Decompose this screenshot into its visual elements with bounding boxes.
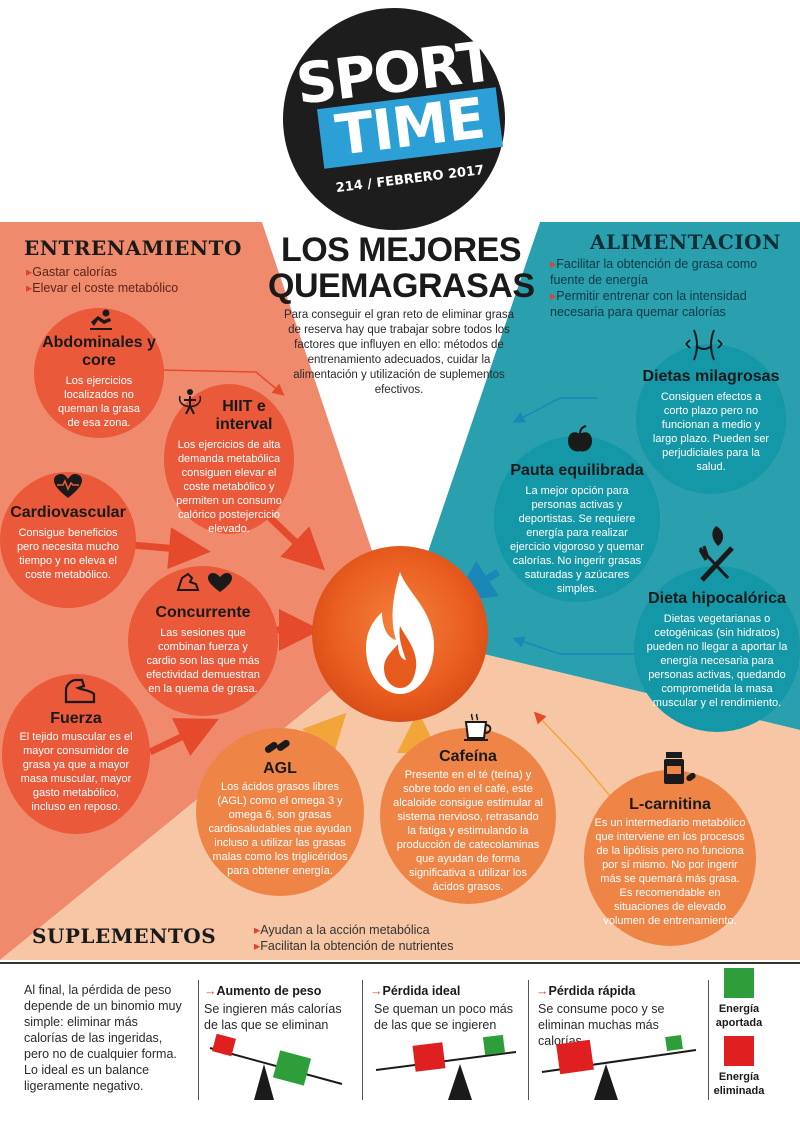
legend-color — [724, 968, 754, 998]
column-text-ideal: Se queman un poco más de las que se ingi… — [374, 1002, 513, 1032]
suplementos-bullets: Ayudan a la acción metabólica Facilitan … — [254, 922, 514, 954]
legend-swatch-aportada — [724, 968, 754, 998]
column-separator — [198, 980, 199, 1100]
legend-label-aportada: Energía aportada — [715, 1003, 763, 1029]
circle-title: Cafeína — [439, 748, 497, 765]
intro-text: Para conseguir el gran reto de eliminar … — [283, 309, 515, 396]
arrow-hiit — [259, 507, 326, 571]
circle-text: Las sesiones que combinan fuerza y cardi… — [146, 627, 260, 695]
circle-title: Dietas milagrosas — [642, 368, 780, 385]
circle-fuerza: Fuerza El tejido muscular es el mayor co… — [2, 674, 150, 834]
bullet: Facilitar la obtención de grasa como fue… — [550, 256, 790, 288]
section-heading-entrenamiento: ENTRENAMIENTO — [24, 236, 242, 260]
bullet: Facilitan la obtención de nutrientes — [254, 938, 514, 954]
capsules-icon — [264, 739, 290, 753]
circle-pauta-equilibrada: Pauta equilibrada La mejor opción para p… — [494, 436, 660, 602]
bottom-divider — [0, 962, 800, 964]
column-text-aumento: Se ingieren más calorías de las que se e… — [204, 1002, 342, 1032]
arrow-abdominales — [159, 369, 285, 396]
arrow-fuerza — [148, 718, 219, 757]
circle-title: Dieta hipocalórica — [648, 590, 786, 607]
legend-swatch-eliminada — [724, 1036, 754, 1066]
circle-text: El tejido muscular es el mayor consumido… — [19, 731, 133, 813]
circle-text: Los ácidos grasos libres (AGL) como el o… — [208, 781, 352, 877]
arrow-lcarnitina — [533, 711, 611, 797]
apple-icon — [568, 425, 592, 452]
column-heading-aumento: →Aumento de peso — [204, 984, 321, 998]
arrow-cardiovascular — [131, 527, 211, 570]
legend-color — [724, 1036, 754, 1066]
circle-title: HIIT e interval — [215, 398, 273, 433]
balance-aumento — [209, 1034, 343, 1100]
entrenamiento-bullets: Gastar calorías Elevar el coste metabóli… — [26, 264, 256, 296]
page-title: LOS MEJORES QUEMAGRASAS — [268, 231, 535, 305]
circle-title: Abdominales y core — [42, 334, 156, 369]
bullet: Elevar el coste metabólico — [26, 280, 256, 296]
section-heading-alimentacion: ALIMENTACION — [590, 230, 781, 254]
balance-ideal — [375, 1034, 517, 1100]
circle-text: Consigue beneficios pero necesita mucho … — [16, 527, 120, 581]
circle-title: Pauta equilibrada — [510, 462, 644, 479]
bullet: Permitir entrenar con la intensidad nece… — [550, 288, 790, 320]
circle-title: AGL — [263, 760, 297, 777]
arrow-hipocalorica — [512, 636, 648, 655]
circle-text: Presente en el té (teína) y sobre todo e… — [393, 769, 543, 893]
bullet: Gastar calorías — [26, 264, 256, 280]
circle-text: Consiguen efectos a corto plazo pero no … — [652, 391, 770, 473]
column-title: Pérdida rápida — [548, 984, 636, 998]
jump-rope-icon — [179, 389, 201, 415]
circle-title: Fuerza — [50, 710, 102, 727]
column-title: Aumento de peso — [216, 984, 322, 998]
coffee-icon — [464, 713, 492, 741]
bottom-intro: Al final, la pérdida de peso depende de … — [24, 983, 182, 1093]
circle-title: Concurrente — [155, 604, 251, 621]
arm-heart-icon — [176, 572, 232, 592]
circle-text: La mejor opción para personas activas y … — [510, 485, 644, 595]
arrow-mark: → — [370, 984, 383, 998]
column-title: Pérdida ideal — [382, 984, 461, 998]
circle-cafeina: Cafeína Presente en el té (teína) y sobr… — [380, 728, 556, 904]
bicep-icon — [64, 678, 96, 704]
column-heading-rapida: →Pérdida rápida — [536, 984, 635, 998]
circle-concurrente: Concurrente Las sesiones que combinan fu… — [128, 566, 278, 716]
heart-pulse-icon — [54, 474, 82, 498]
circle-text: Los ejercicios localizados no queman la … — [58, 375, 140, 429]
section-heading-suplementos: SUPLEMENTOS — [32, 924, 217, 948]
bullet: Ayudan a la acción metabólica — [254, 922, 514, 938]
fire-icon — [366, 572, 434, 694]
circle-agl: AGL Los ácidos grasos libres (AGL) como … — [196, 728, 364, 896]
circle-text: Es un intermediario metabólico que inter… — [594, 817, 746, 927]
column-separator — [708, 980, 709, 1100]
cutlery-icon — [698, 526, 734, 582]
arrow-mark: → — [536, 984, 549, 998]
circle-title: Cardiovascular — [10, 504, 126, 521]
circle-text: Dietas vegetarianas o cetogénicas (sin h… — [646, 613, 788, 709]
legend-label-eliminada: Energía eliminada — [713, 1071, 765, 1097]
circle-lcarnitina: L-carnitina Es un intermediario metabóli… — [584, 770, 756, 946]
pill-bottle-icon — [664, 752, 696, 784]
waist-icon — [685, 329, 723, 361]
column-heading-ideal: →Pérdida ideal — [370, 984, 460, 998]
circle-hiit: HIIT e interval Los ejercicios de alta d… — [164, 384, 294, 535]
alimentacion-bullets: Facilitar la obtención de grasa como fue… — [550, 256, 790, 320]
circle-title: L-carnitina — [629, 796, 711, 813]
column-separator — [362, 980, 363, 1100]
arrow-mark: → — [204, 984, 217, 998]
balance-rapida — [541, 1034, 697, 1100]
circle-text: Los ejercicios de alta demanda metabólic… — [176, 439, 282, 535]
circle-dieta-hipocalorica: Dieta hipocalórica Dietas vegetarianas o… — [634, 566, 800, 732]
column-separator — [528, 980, 529, 1100]
abs-icon — [90, 309, 112, 330]
arrow-dietas — [512, 397, 598, 423]
circle-dietas-milagrosas: Dietas milagrosas Consiguen efectos a co… — [636, 344, 786, 494]
